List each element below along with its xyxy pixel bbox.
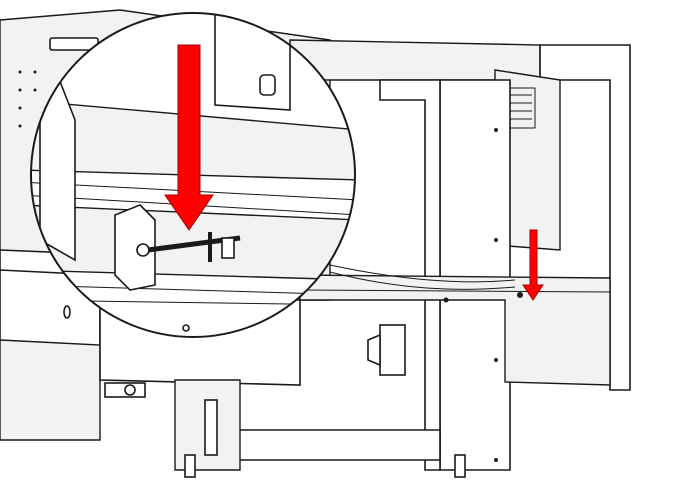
vent-holes	[18, 70, 37, 128]
arrow-down-small-icon	[522, 229, 544, 301]
arrow-down-large-icon	[164, 44, 214, 231]
right-frame	[224, 39, 631, 478]
